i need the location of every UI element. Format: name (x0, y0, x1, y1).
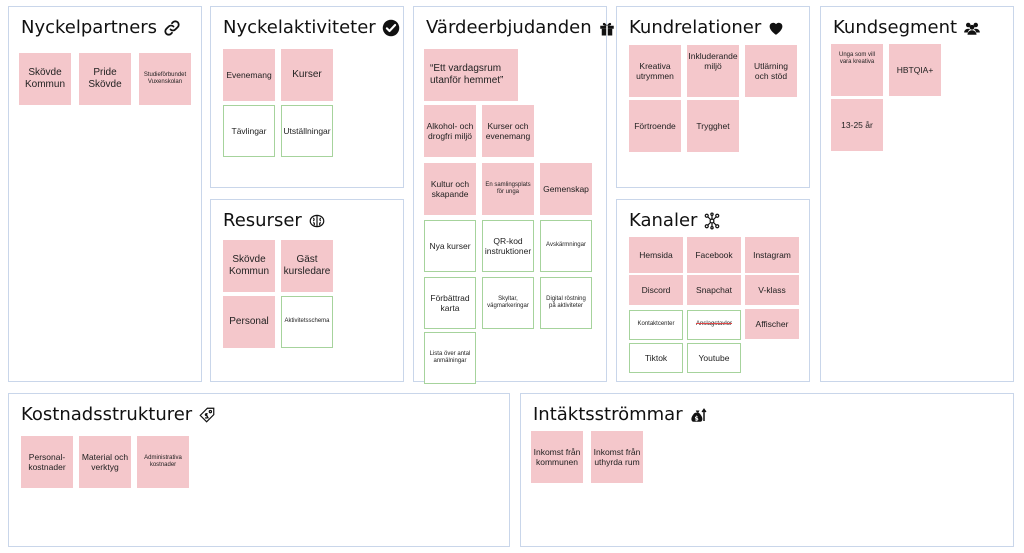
sticky-note: Personal (223, 296, 275, 348)
sticky-note: Aktivitetsschema (281, 296, 333, 348)
sticky-note: Studieförbundet Vuxenskolan (139, 53, 191, 105)
sticky-note: Digital röstning på aktiviteter (540, 277, 592, 329)
sticky-note: En samlingsplats för unga (482, 163, 534, 215)
sticky-note: Kultur och skapande (424, 163, 476, 215)
users-icon (964, 22, 980, 35)
sticky-note: Skövde Kommun (19, 53, 71, 105)
sticky-note: V-klass (745, 275, 799, 305)
sticky-note: Administrativa kostnader (137, 436, 189, 488)
panel-title: Kundrelationer (629, 17, 762, 38)
sticky-note: Pride Skövde (79, 53, 131, 105)
price-tag-icon (199, 407, 215, 423)
panel-kundrelationer: Kundrelationer Kreativa utrymmen Inklude… (616, 6, 810, 188)
sticky-note: Snapchat (687, 275, 741, 305)
brain-icon (309, 214, 325, 227)
svg-text:$: $ (694, 415, 698, 422)
panel-resurser: Resurser Skövde Kommun Gäst kursledare P… (210, 199, 404, 382)
sticky-note: Facebook (687, 237, 741, 273)
sticky-note: Evenemang (223, 49, 275, 101)
sticky-note: Skyltar, vägmarkeringar (482, 277, 534, 329)
sticky-note: Discord (629, 275, 683, 305)
sticky-note: 13-25 år (831, 99, 883, 151)
link-icon (164, 19, 180, 36)
sticky-note: Inkomst från uthyrda rum (591, 431, 643, 483)
sticky-note: Instagram (745, 237, 799, 273)
panel-title: Nyckelpartners (21, 17, 158, 38)
sticky-note: Alkohol- och drogfri miljö (424, 105, 476, 157)
panel-title: Kostnadsstrukturer (21, 404, 193, 425)
panel-kostnadsstrukturer: Kostnadsstrukturer Personal-kostnader Ma… (8, 393, 510, 547)
panel-title: Värdeerbjudanden (426, 17, 592, 38)
sticky-note: Lista över antal anmälningar (424, 332, 476, 384)
check-circle-icon (382, 19, 399, 36)
panel-title: Resurser (223, 210, 302, 231)
sticky-note: Gäst kursledare (281, 240, 333, 292)
panel-title: Kundsegment (833, 17, 958, 38)
sticky-note: Förtroende (629, 100, 681, 152)
sticky-note: Anslagstavlor (687, 310, 741, 340)
panel-title: Kanaler (629, 210, 698, 231)
sticky-note: Youtube (687, 343, 741, 373)
sticky-note: Tävlingar (223, 105, 275, 157)
sticky-note: Unga som vill vara kreativa (831, 44, 883, 96)
sticky-note: Utställningar (281, 105, 333, 157)
sticky-note: Utlärning och stöd (745, 45, 797, 97)
sticky-note: Tiktok (629, 343, 683, 373)
panel-title: Intäktsströmmar (533, 404, 683, 425)
panel-kundsegment: Kundsegment Unga som vill vara kreativa … (820, 6, 1014, 382)
sticky-note: HBTQIA+ (889, 44, 941, 96)
sticky-note: Kreativa utrymmen (629, 45, 681, 97)
sticky-note: Gemenskap (540, 163, 592, 215)
panel-nyckelpartners: Nyckelpartners Skövde Kommun Pride Skövd… (8, 6, 202, 382)
money-bag-icon: $ (691, 407, 707, 422)
sticky-note: Kontaktcenter (629, 310, 683, 340)
network-icon (705, 212, 720, 229)
sticky-note: Inkluderande miljö (687, 45, 739, 97)
sticky-note: Affischer (745, 309, 799, 339)
sticky-note: Personal-kostnader (21, 436, 73, 488)
heart-icon (769, 22, 783, 35)
sticky-note: Skövde Kommun (223, 240, 275, 292)
sticky-note: Material och verktyg (79, 436, 131, 488)
panel-nyckelaktiviteter: Nyckelaktiviteter Evenemang Kurser Tävli… (210, 6, 404, 188)
panel-intaktsstrommar: Intäktsströmmar $ Inkomst från kommunen … (520, 393, 1014, 547)
sticky-note: Avskärmningar (540, 220, 592, 272)
panel-kanaler: Kanaler Hemsida Facebook Instagram Disco… (616, 199, 810, 382)
sticky-note: “Ett vardagsrum utanför hemmet” (424, 49, 518, 101)
gift-icon (599, 22, 614, 35)
sticky-note: Förbättrad karta (424, 277, 476, 329)
sticky-note: Trygghet (687, 100, 739, 152)
sticky-note: Hemsida (629, 237, 683, 273)
sticky-note: QR-kod instruktioner (482, 220, 534, 272)
sticky-note: Nya kurser (424, 220, 476, 272)
sticky-note: Kurser (281, 49, 333, 101)
sticky-note: Kurser och evenemang (482, 105, 534, 157)
sticky-note: Inkomst från kommunen (531, 431, 583, 483)
panel-title: Nyckelaktiviteter (223, 17, 376, 38)
panel-vardeerbjudanden: Värdeerbjudanden “Ett vardagsrum utanför… (413, 6, 614, 384)
